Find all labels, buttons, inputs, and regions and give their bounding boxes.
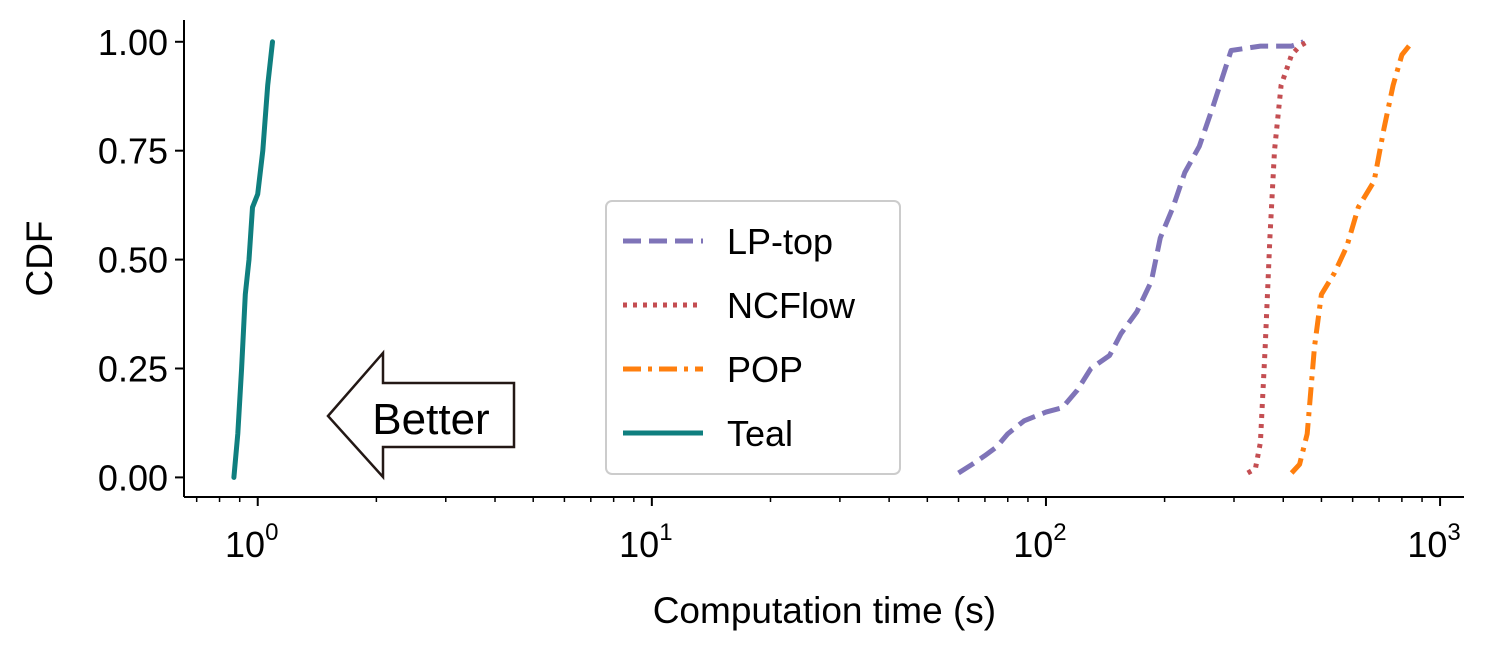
x-tick-label: 103 [1407, 519, 1460, 565]
series-line-pop [1289, 40, 1415, 475]
legend-box [605, 200, 901, 475]
y-tick-label: 0.25 [98, 348, 168, 389]
series-line-lp-top [957, 39, 1305, 476]
y-axis-label: CDF [19, 220, 60, 296]
x-axis-label: Computation time (s) [653, 590, 996, 631]
legend-label-lp-top: LP-top [727, 221, 833, 262]
left-arrow-icon [326, 349, 516, 481]
better-label: Better [372, 395, 489, 444]
better-arrow-annotation: Better [326, 349, 516, 481]
legend-label-ncflow: NCFlow [727, 285, 856, 326]
x-tick-label: 102 [1013, 519, 1066, 565]
y-tick-label: 0.50 [98, 240, 168, 281]
y-tick-label: 0.00 [98, 457, 168, 498]
x-tick-label: 100 [225, 519, 278, 565]
series-line-ncflow [1246, 39, 1309, 476]
series-layer [231, 39, 1415, 480]
ticks: 0.00 0.25 0.50 0.75 1.00 100 101 102 103 [98, 22, 1461, 565]
y-tick-label: 1.00 [98, 22, 168, 63]
x-tick-label: 101 [619, 519, 672, 565]
axes [183, 20, 1464, 498]
legend-label-pop: POP [727, 349, 803, 390]
legend-label-teal: Teal [727, 413, 793, 454]
series-line-teal [231, 39, 275, 480]
y-tick-label: 0.75 [98, 131, 168, 172]
